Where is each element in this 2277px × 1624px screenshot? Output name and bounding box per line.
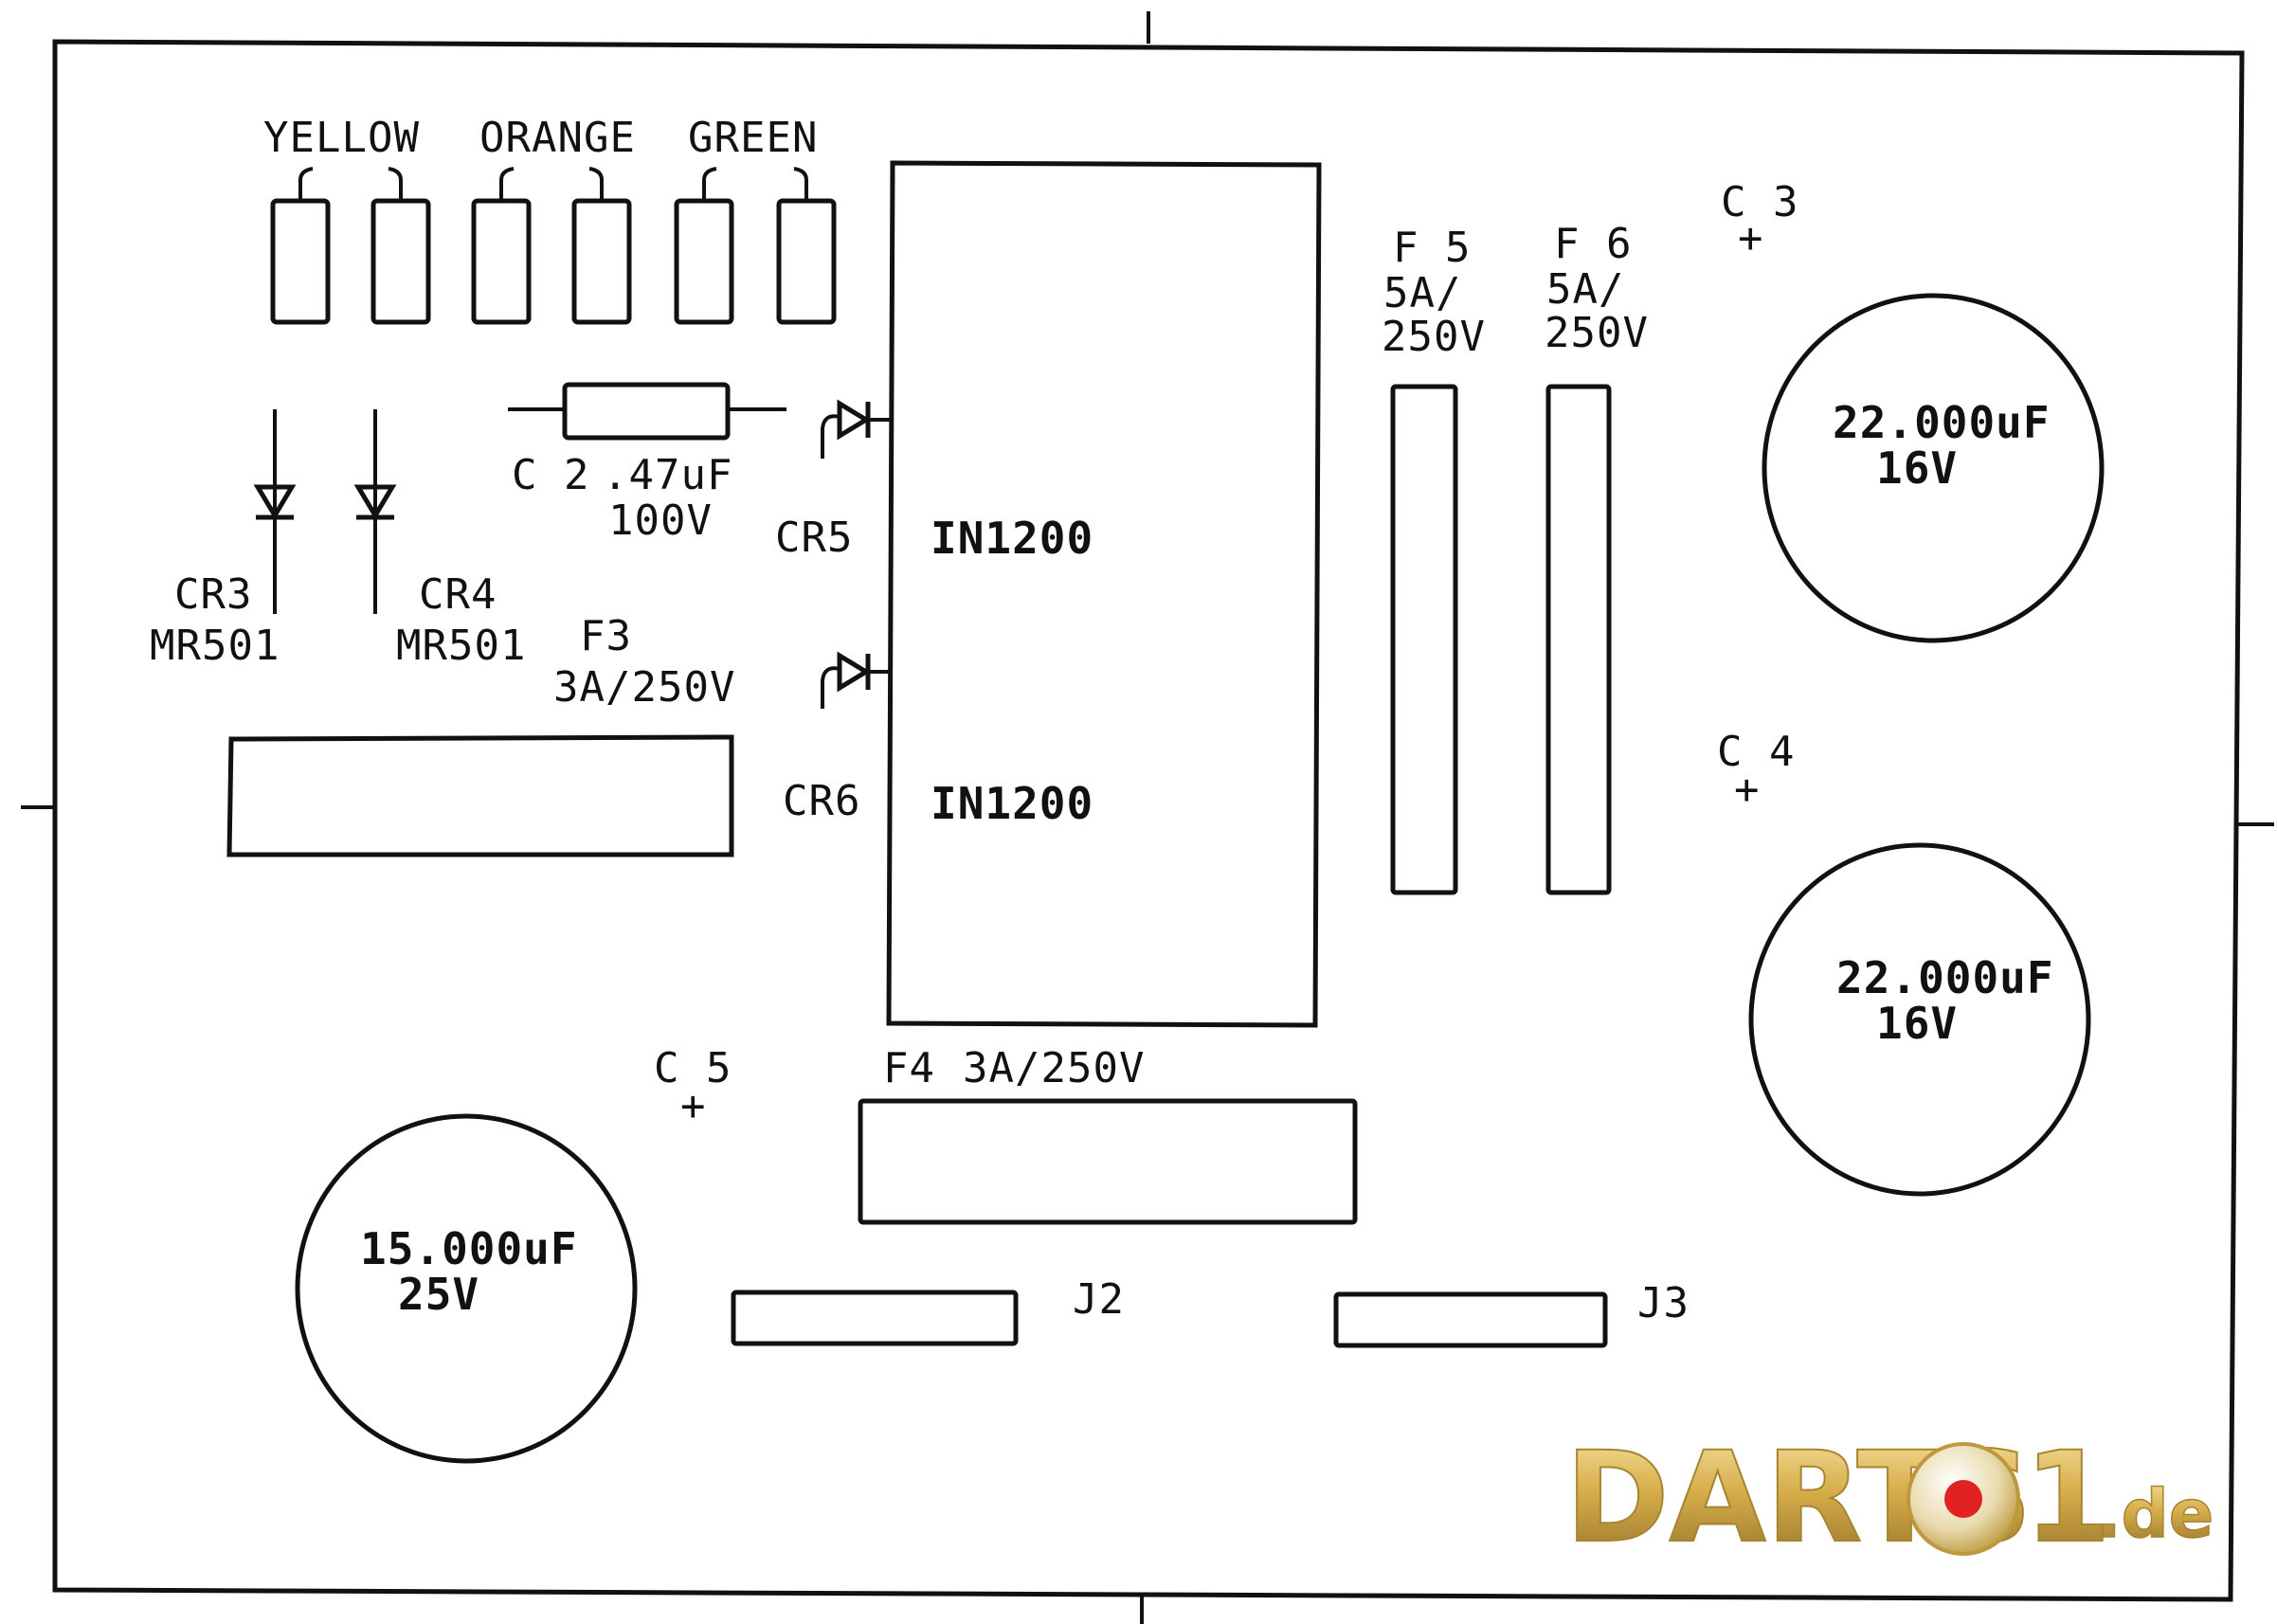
- terminal-yellow-2: [370, 167, 431, 325]
- j3-label: J3: [1637, 1279, 1690, 1327]
- wire-label-green: GREEN: [688, 114, 818, 162]
- capacitor-c3: [1762, 293, 2105, 643]
- diode-cr4: [353, 409, 397, 614]
- cr4-ref-label: CR4: [419, 570, 497, 619]
- c3-value-label: 22.000uF: [1833, 397, 2051, 448]
- f4-rating-label: 3A/250V: [963, 1044, 1145, 1092]
- cr4-part-label: MR501: [396, 622, 526, 670]
- capacitor-c5: [295, 1113, 638, 1464]
- terminal-green-2: [776, 167, 837, 325]
- c4-ref-label: C 4: [1717, 728, 1795, 776]
- c2-ref-label: C 2: [512, 451, 589, 499]
- c2-value-label: .47uF: [603, 451, 732, 499]
- f6-rating-a-label: 5A/: [1546, 265, 1624, 314]
- fuse-f5: [1390, 384, 1458, 895]
- terminal-green-1: [674, 167, 734, 325]
- terminal-orange-1: [471, 167, 532, 325]
- c3-voltage-label: 16V: [1876, 442, 1958, 494]
- connector-j3: [1333, 1291, 1608, 1348]
- fuse-f6: [1545, 384, 1612, 895]
- c5-ref-label: C 5: [654, 1044, 732, 1092]
- watermark-logo: DARTS 1 .de: [1564, 1424, 2214, 1572]
- diode-cr5: [821, 399, 891, 459]
- cr5-part-label: IN1200: [931, 513, 1093, 564]
- c4-voltage-label: 16V: [1876, 998, 1958, 1049]
- capacitor-c4: [1748, 842, 2091, 1197]
- watermark-suffix: .de: [2096, 1475, 2214, 1553]
- cr6-ref-label: CR6: [783, 777, 860, 825]
- c4-polarity-mark: +: [1734, 766, 1761, 814]
- f5-rating-a-label: 5A/: [1383, 269, 1461, 317]
- f4-ref-label: F4: [883, 1044, 935, 1092]
- c5-polarity-mark: +: [680, 1082, 707, 1130]
- watermark-red-dot: [1944, 1480, 1982, 1518]
- wire-label-yellow: YELLOW: [263, 114, 420, 162]
- diode-cr6: [821, 651, 891, 709]
- f5-ref-label: F 5: [1393, 224, 1471, 272]
- f6-rating-v-label: 250V: [1545, 309, 1649, 357]
- c2-voltage-label: 100V: [608, 496, 713, 545]
- f3-rating-label: 3A/250V: [553, 663, 735, 712]
- diode-cr3: [253, 409, 297, 614]
- f3-ref-label: F3: [580, 612, 632, 660]
- c3-polarity-mark: +: [1738, 214, 1764, 262]
- terminal-yellow-1: [270, 167, 331, 325]
- watermark-one: 1: [2024, 1425, 2111, 1571]
- c5-value-label: 15.000uF: [360, 1223, 578, 1274]
- wire-terminals: [270, 167, 837, 325]
- fuse-f3: [226, 734, 734, 857]
- c3-ref-label: C 3: [1721, 178, 1798, 226]
- f6-ref-label: F 6: [1554, 220, 1632, 268]
- cr3-ref-label: CR3: [174, 570, 252, 619]
- rectifier-block: [886, 160, 1322, 1028]
- cr3-part-label: MR501: [150, 622, 280, 670]
- board-outline: [52, 39, 2245, 1602]
- capacitor-c2: [508, 382, 786, 441]
- wire-label-orange: ORANGE: [479, 114, 636, 162]
- c4-value-label: 22.000uF: [1836, 952, 2054, 1003]
- f5-rating-v-label: 250V: [1382, 313, 1486, 361]
- terminal-orange-2: [571, 167, 632, 325]
- c5-voltage-label: 25V: [398, 1269, 479, 1320]
- cr5-ref-label: CR5: [775, 514, 853, 562]
- connector-j2: [731, 1290, 1019, 1346]
- fuse-f4: [858, 1098, 1358, 1225]
- j2-label: J2: [1073, 1275, 1125, 1324]
- cr6-part-label: IN1200: [931, 778, 1093, 829]
